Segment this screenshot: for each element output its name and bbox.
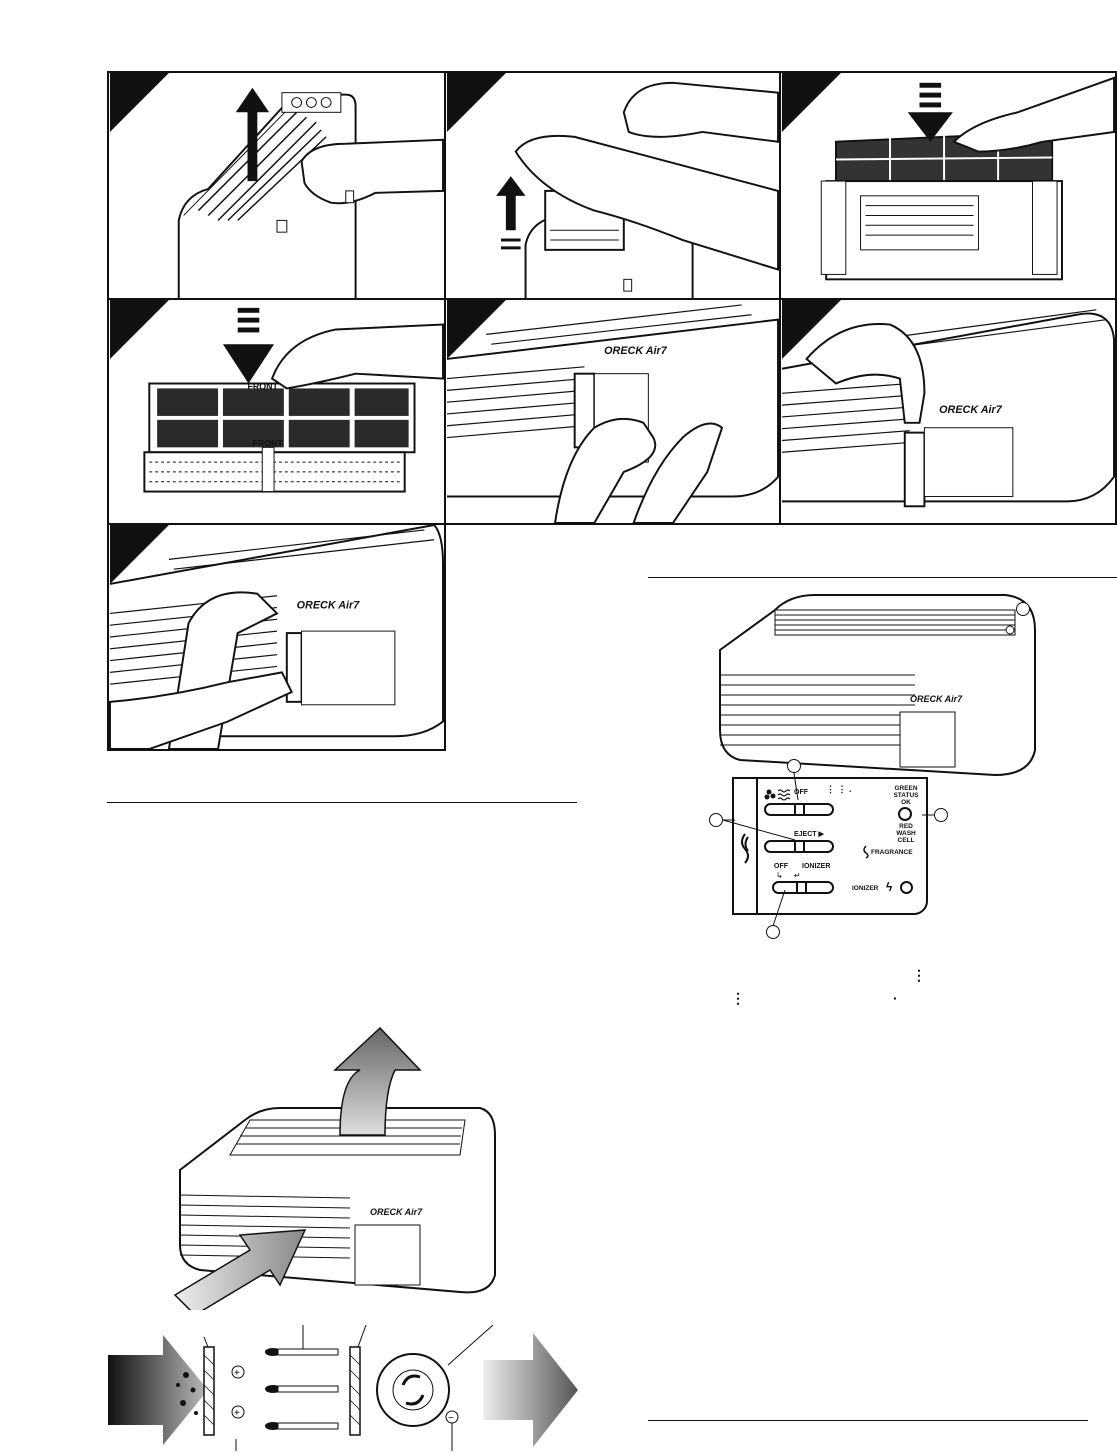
- fragrance-label: FRAGRANCE: [871, 849, 913, 856]
- callout-leaders: [722, 772, 934, 927]
- fragrance-door[interactable]: [734, 779, 758, 913]
- filtration-diagram: + + −: [108, 1324, 578, 1451]
- eject-label: EJECT ▶: [794, 831, 824, 838]
- filter-front-label-bottom: FRONT: [252, 438, 283, 448]
- pre-filter: [203, 1346, 215, 1436]
- arrow-down-icon: [222, 307, 275, 384]
- section-rule-right-top: [648, 577, 1117, 578]
- step-7-illustration: ORECK Air7: [109, 525, 444, 749]
- arrow-down-icon: [907, 82, 953, 142]
- speed-dots-mark-a: ⋮: [912, 967, 926, 983]
- step-5-illustration: ORECK Air7: [446, 300, 779, 523]
- speed-dots-mark-c: ·: [893, 990, 898, 1006]
- ion-minus: −: [448, 1413, 454, 1424]
- step-6-panel: ORECK Air7: [779, 298, 1117, 525]
- fan-speed-slider[interactable]: [764, 803, 834, 816]
- step-7-panel: ORECK Air7: [107, 523, 446, 751]
- status-light: [898, 807, 912, 821]
- status-ok-label: OK: [901, 799, 911, 806]
- ionizer-on-label: IONIZER: [802, 863, 831, 870]
- dirty-air-arrow: [108, 1335, 208, 1445]
- ionizer-off-label: OFF: [774, 863, 788, 870]
- ionizer-light: [900, 881, 913, 894]
- step-4-panel: FRONT FRONT: [107, 298, 446, 525]
- air-inlet-arrow: [173, 1229, 307, 1316]
- status-red-legend: RED WASH CELL: [886, 823, 926, 844]
- callout-fan-slider: [787, 759, 801, 773]
- ionizer-bolt-icon: ϟ: [886, 880, 893, 894]
- callout-fragrance: [709, 813, 723, 827]
- section-rule-right-bottom: [648, 1420, 1088, 1421]
- ion-plus-top: +: [234, 1368, 240, 1379]
- ionizer-arrows: ↳ ↵: [776, 871, 801, 880]
- brand-logo: ORECK Air7: [604, 345, 668, 357]
- brand-logo: ORECK Air7: [939, 404, 1003, 416]
- step-2-illustration: [446, 73, 779, 298]
- step-1-illustration: [109, 73, 444, 298]
- product-brand-logo: ORECK Air7: [910, 694, 963, 704]
- step-3-illustration: [781, 73, 1115, 281]
- arrow-up-icon: [235, 87, 270, 182]
- product-overview: ORECK Air7: [715, 590, 1045, 785]
- air-outlet-arrow: [333, 1026, 422, 1136]
- arrow-up-icon: [496, 176, 526, 250]
- ion-plus-bottom: +: [234, 1408, 240, 1419]
- fan-speed-dots: ⋮ ⋮ .: [826, 784, 852, 794]
- status-status-label: STATUS: [893, 792, 919, 799]
- filter-front-label-top: FRONT: [248, 381, 279, 391]
- airflow-product-illustration: ORECK Air7: [160, 1020, 500, 1316]
- step-6-illustration: ORECK Air7: [781, 300, 1115, 508]
- step-5-panel: ORECK Air7: [444, 298, 781, 525]
- callout-status-light: [1016, 602, 1030, 616]
- brand-logo: ORECK Air7: [297, 600, 361, 612]
- fragrance-icon: [863, 845, 869, 859]
- fragrance-icon: [741, 833, 749, 864]
- eject-slider[interactable]: [764, 840, 834, 853]
- post-filter: [349, 1346, 361, 1436]
- ionizer-slider[interactable]: [772, 881, 834, 894]
- fan-icon: [764, 789, 791, 801]
- product-illustration: ORECK Air7: [719, 594, 1036, 777]
- speed-dots-mark-b: ⋮: [731, 990, 745, 1006]
- ionizer-indicator-label: IONIZER: [852, 885, 879, 892]
- status-wash-label: WASH: [896, 830, 916, 837]
- step-2-panel: [444, 71, 781, 300]
- status-green-label: GREEN: [894, 785, 918, 792]
- status-red-label: RED: [899, 823, 913, 830]
- step-3-panel: [779, 71, 1117, 300]
- clean-air-arrow: [483, 1333, 578, 1447]
- status-cell-label: CELL: [897, 837, 915, 844]
- airflow-brand-logo: ORECK Air7: [370, 1207, 423, 1217]
- status-legend: GREEN STATUS OK: [886, 785, 926, 806]
- fan-off-label: OFF: [794, 789, 808, 796]
- step-4-illustration: FRONT FRONT: [109, 300, 444, 493]
- callout-status-indicator: [934, 808, 948, 822]
- control-panel-closeup: OFF ⋮ ⋮ . EJECT ▶ OFF IONIZER ↳ ↵ GREEN …: [732, 777, 928, 915]
- step-1-panel: [107, 71, 446, 300]
- section-rule-left: [107, 802, 577, 803]
